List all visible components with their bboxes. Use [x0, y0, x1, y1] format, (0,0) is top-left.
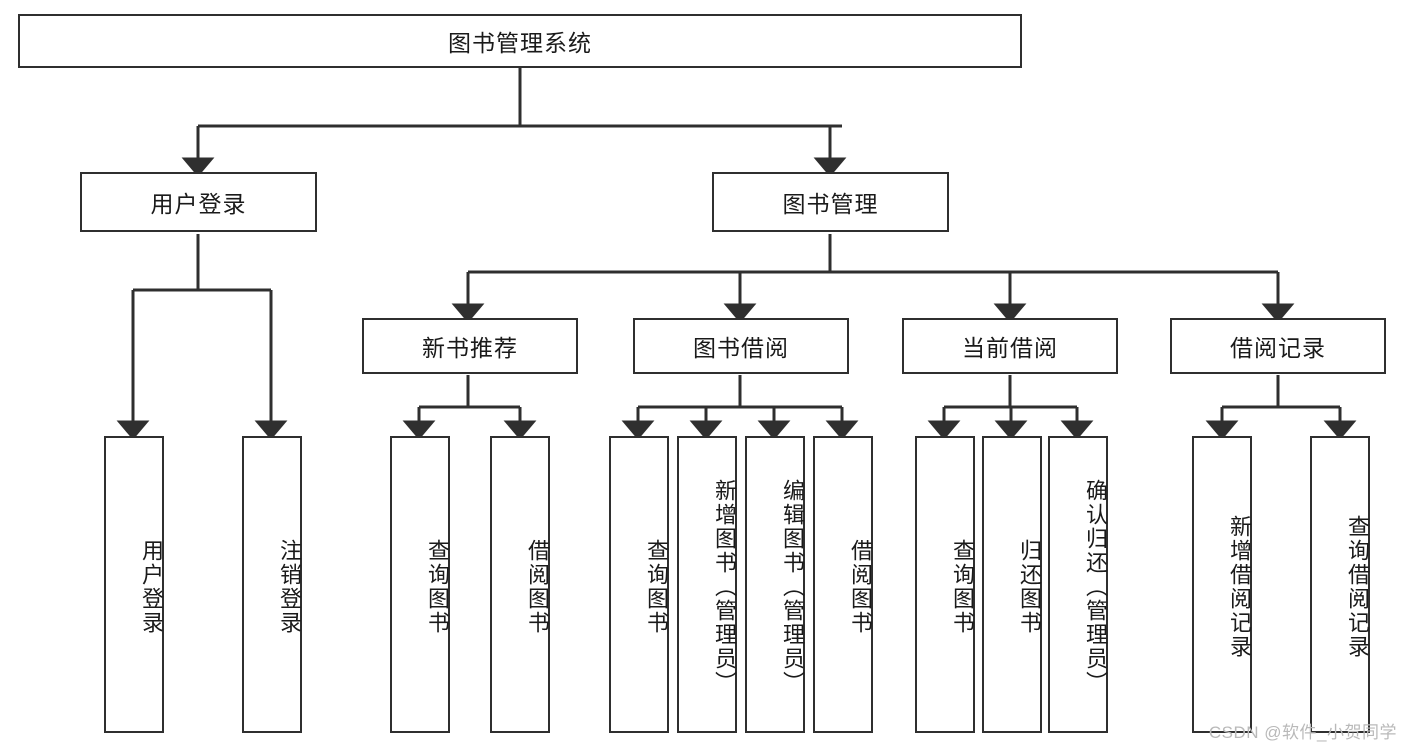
leaf-user-login-login-label: 用户登录 — [139, 538, 164, 635]
leaf-current-query-book-label: 查询图书 — [950, 538, 975, 635]
node-new-book-recommend-label: 新书推荐 — [422, 335, 518, 361]
leaf-borrow-borrow-book-label: 借阅图书 — [848, 538, 873, 635]
node-current-borrow[interactable]: 当前借阅 — [902, 318, 1118, 374]
leaf-borrow-add-book-admin-label: 新增图书（管理员） — [712, 478, 737, 695]
node-borrow-record-label: 借阅记录 — [1230, 335, 1326, 361]
leaf-current-confirm-return-admin[interactable]: 确认归还（管理员） — [1048, 436, 1108, 733]
leaf-current-confirm-return-admin-label: 确认归还（管理员） — [1083, 478, 1108, 695]
leaf-borrow-edit-book-admin[interactable]: 编辑图书（管理员） — [745, 436, 805, 733]
node-new-book-recommend[interactable]: 新书推荐 — [362, 318, 578, 374]
leaf-current-return-book-label: 归还图书 — [1017, 538, 1042, 635]
leaf-user-login-logout[interactable]: 注销登录 — [242, 436, 302, 733]
node-book-borrow[interactable]: 图书借阅 — [633, 318, 849, 374]
node-book-management-label: 图书管理 — [782, 191, 879, 217]
leaf-record-add-record[interactable]: 新增借阅记录 — [1192, 436, 1252, 733]
leaf-borrow-query-book-label: 查询图书 — [644, 538, 669, 635]
node-root-system[interactable]: 图书管理系统 — [18, 14, 1022, 68]
leaf-user-login-logout-label: 注销登录 — [277, 538, 302, 635]
leaf-borrow-edit-book-admin-label: 编辑图书（管理员） — [780, 478, 805, 695]
leaf-current-query-book[interactable]: 查询图书 — [915, 436, 975, 733]
node-user-login-label: 用户登录 — [150, 191, 247, 217]
leaf-record-query-record[interactable]: 查询借阅记录 — [1310, 436, 1370, 733]
node-root-system-label: 图书管理系统 — [448, 30, 592, 56]
leaf-newbook-query-book[interactable]: 查询图书 — [390, 436, 450, 733]
leaf-current-return-book[interactable]: 归还图书 — [982, 436, 1042, 733]
leaf-newbook-borrow-book[interactable]: 借阅图书 — [490, 436, 550, 733]
node-current-borrow-label: 当前借阅 — [962, 335, 1058, 361]
csdn-watermark: CSDN @软件_小贺同学 — [1208, 723, 1397, 742]
leaf-newbook-borrow-book-label: 借阅图书 — [525, 538, 550, 635]
leaf-borrow-borrow-book[interactable]: 借阅图书 — [813, 436, 873, 733]
leaf-user-login-login[interactable]: 用户登录 — [104, 436, 164, 733]
leaf-record-add-record-label: 新增借阅记录 — [1227, 514, 1252, 659]
leaf-record-query-record-label: 查询借阅记录 — [1345, 514, 1370, 659]
node-user-login[interactable]: 用户登录 — [80, 172, 317, 232]
node-borrow-record[interactable]: 借阅记录 — [1170, 318, 1386, 374]
leaf-newbook-query-book-label: 查询图书 — [425, 538, 450, 635]
leaf-borrow-query-book[interactable]: 查询图书 — [609, 436, 669, 733]
node-book-management[interactable]: 图书管理 — [712, 172, 949, 232]
node-book-borrow-label: 图书借阅 — [693, 335, 789, 361]
leaf-borrow-add-book-admin[interactable]: 新增图书（管理员） — [677, 436, 737, 733]
